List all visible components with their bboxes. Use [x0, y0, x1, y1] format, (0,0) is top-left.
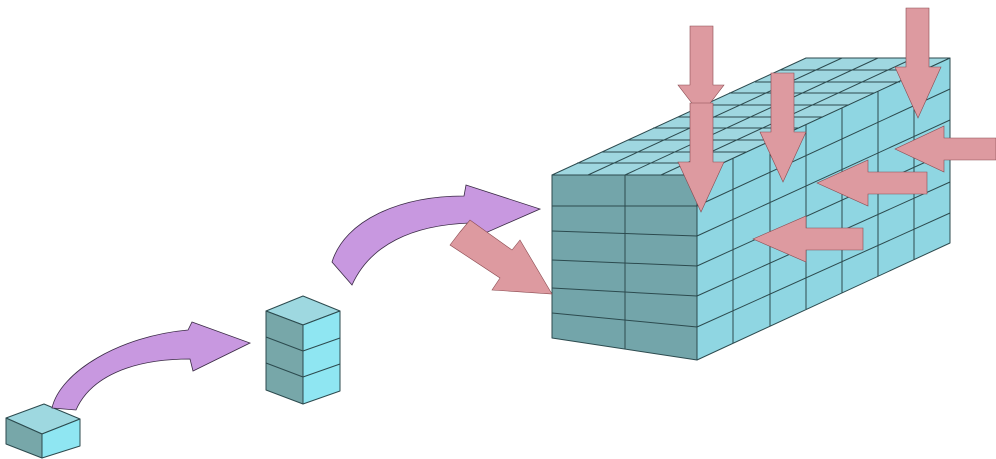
curved-arrow-2	[331, 184, 542, 286]
block-assembly	[551, 57, 951, 361]
cube-stack	[265, 295, 341, 405]
block-top-grid	[577, 57, 925, 176]
curved-arrow-1	[51, 321, 252, 411]
force-arrow-diagonal	[449, 219, 553, 295]
single-cube	[5, 403, 81, 459]
cube-stack-seam-1	[265, 336, 341, 352]
curved-arrow-1-shape	[51, 321, 252, 411]
force-arrow-left-3	[752, 215, 864, 263]
cube-stack-seam-2	[265, 362, 341, 378]
force-arrow-down-3	[759, 72, 807, 183]
force-arrow-down-1	[677, 25, 725, 116]
force-arrow-down-4	[894, 7, 942, 119]
single-cube-side	[41, 418, 81, 459]
force-arrow-left-1	[894, 125, 996, 173]
force-arrow-down-2	[677, 102, 725, 213]
force-arrows	[449, 7, 996, 295]
curved-arrow-2-shape	[331, 184, 542, 286]
cube-stack-side	[302, 310, 341, 405]
cube-stack-front	[265, 310, 304, 405]
force-arrow-left-2	[816, 159, 928, 207]
block-front-grid	[551, 175, 698, 349]
